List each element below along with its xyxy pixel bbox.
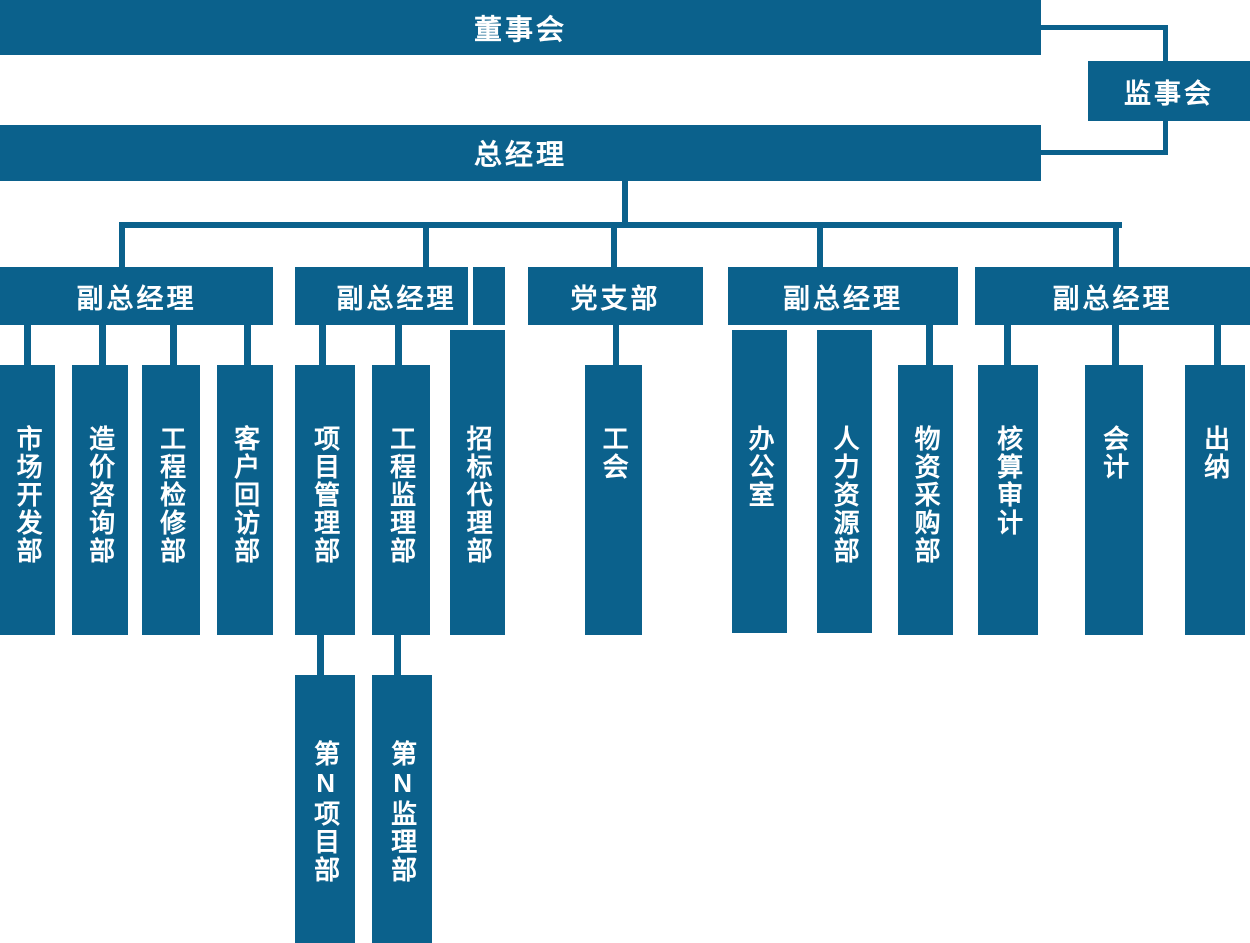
dept-engineering-supervision-label: 工程监理部 — [386, 425, 417, 565]
connector-distribution-line — [119, 222, 1122, 228]
dept-bidding-agency-label: 招标代理部 — [463, 425, 494, 565]
connector-stub-market-development — [24, 325, 31, 365]
connector-stub-accountant — [1112, 325, 1119, 365]
connector-drop-party — [611, 228, 617, 267]
dept-cashier-column: 出纳 — [1185, 365, 1245, 635]
dept-market-development-column: 市场开发部 — [0, 365, 55, 635]
vice-gm-3-label: 副总经理 — [783, 283, 903, 314]
connector-drop-vice2 — [423, 228, 429, 267]
dept-market-development-label: 市场开发部 — [13, 425, 44, 565]
vice-gm-2-side-block — [473, 267, 505, 325]
dept-office-column: 办公室 — [732, 330, 787, 633]
subunit-nth-project-column: 第N项目部 — [295, 675, 355, 943]
board-label: 董事会 — [473, 13, 567, 45]
dept-customer-followup-column: 客户回访部 — [217, 365, 273, 635]
connector-gm-right — [1041, 150, 1168, 155]
dept-customer-followup-label: 客户回访部 — [230, 425, 261, 565]
connector-gm-drop — [622, 181, 628, 223]
dept-cashier-label: 出纳 — [1200, 425, 1231, 481]
dept-human-resources-label: 人力资源部 — [830, 425, 861, 565]
dept-labor-union-column: 工会 — [585, 365, 642, 635]
connector-stub-customer-followup — [244, 325, 251, 365]
supervisory-box: 监事会 — [1088, 61, 1250, 121]
connector-stub-engineering-maintenance — [170, 325, 177, 365]
vice-gm-3-box: 副总经理 — [728, 267, 958, 325]
connector-board-right — [1041, 25, 1168, 30]
connector-stub-labor-union — [613, 325, 619, 365]
connector-stub-nth-project — [317, 633, 324, 675]
dept-labor-union-label: 工会 — [599, 425, 630, 481]
dept-engineering-maintenance-label: 工程检修部 — [156, 425, 187, 565]
party-branch-box: 党支部 — [528, 267, 703, 325]
dept-project-management-column: 项目管理部 — [295, 365, 355, 635]
gm-label: 总经理 — [473, 139, 567, 170]
dept-project-management-label: 项目管理部 — [310, 425, 341, 565]
subunit-nth-supervision-column: 第N监理部 — [372, 675, 432, 943]
vice-gm-4-label: 副总经理 — [1052, 283, 1173, 314]
dept-engineering-maintenance-column: 工程检修部 — [142, 365, 200, 635]
dept-engineering-supervision-column: 工程监理部 — [372, 365, 430, 635]
connector-stub-cost-consulting — [99, 325, 106, 365]
connector-drop-vice4 — [1113, 228, 1119, 267]
dept-accounting-audit-column: 核算审计 — [978, 365, 1038, 635]
party-branch-label: 党支部 — [570, 283, 661, 314]
dept-material-procurement-label: 物资采购部 — [911, 425, 942, 565]
connector-stub-project-management — [319, 325, 326, 365]
subunit-nth-project-label: 第N项目部 — [310, 740, 341, 884]
vice-gm-2-box: 副总经理 — [295, 267, 468, 325]
dept-accountant-label: 会计 — [1099, 425, 1130, 481]
connector-stub-accounting-audit — [1004, 325, 1011, 365]
dept-office-label: 办公室 — [745, 425, 776, 509]
supervisory-label: 监事会 — [1124, 78, 1214, 109]
vice-gm-1-label: 副总经理 — [76, 283, 197, 314]
connector-drop-vice1 — [119, 228, 125, 267]
dept-cost-consulting-column: 造价咨询部 — [72, 365, 128, 635]
gm-box: 总经理 — [0, 125, 1041, 181]
dept-cost-consulting-label: 造价咨询部 — [85, 425, 116, 565]
connector-stub-engineering-supervision — [395, 325, 402, 365]
connector-stub-cashier — [1214, 325, 1221, 365]
vice-gm-4-box: 副总经理 — [975, 267, 1250, 325]
connector-drop-vice3 — [817, 228, 823, 267]
connector-stub-nth-supervision — [394, 633, 401, 675]
dept-human-resources-column: 人力资源部 — [817, 330, 872, 633]
dept-accountant-column: 会计 — [1085, 365, 1143, 635]
connector-stub-material-procurement — [926, 325, 933, 365]
vice-gm-2-label: 副总经理 — [336, 283, 457, 314]
dept-accounting-audit-label: 核算审计 — [993, 425, 1024, 537]
board-box: 董事会 — [0, 0, 1041, 55]
dept-bidding-agency-column: 招标代理部 — [450, 330, 505, 635]
dept-material-procurement-column: 物资采购部 — [898, 365, 953, 635]
vice-gm-1-box: 副总经理 — [0, 267, 273, 325]
subunit-nth-supervision-label: 第N监理部 — [387, 740, 418, 884]
